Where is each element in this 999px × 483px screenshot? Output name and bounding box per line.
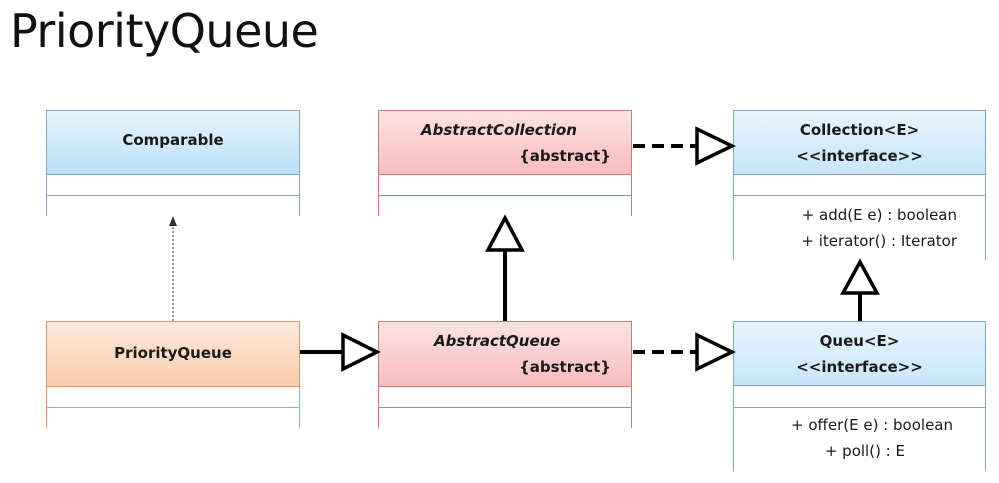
attributes-compartment	[47, 174, 299, 195]
stereotype-abstract-collection: {abstract}	[519, 147, 611, 165]
generalization-arrowhead-abstract-collection	[485, 214, 525, 252]
class-name-abstract-queue: AbstractQueue	[434, 332, 561, 350]
attributes-compartment	[379, 174, 631, 195]
diagram-title: PriorityQueue	[10, 4, 319, 58]
attributes-compartment	[734, 385, 985, 407]
realization-arrowhead-queue	[695, 332, 737, 372]
method-poll: + poll() : E	[824, 442, 905, 460]
method-iterator: + iterator() : Iterator	[801, 232, 957, 250]
class-priority-queue[interactable]: PriorityQueue	[46, 321, 300, 428]
generalization-arrowhead-abstract-queue	[341, 332, 381, 372]
class-name-comparable: Comparable	[122, 131, 224, 149]
class-comparable[interactable]: Comparable	[46, 110, 300, 216]
class-name-queue: Queu<E>	[819, 332, 900, 350]
methods-compartment: + add(E e) : boolean + iterator() : Iter…	[734, 195, 985, 260]
generalization-arrowhead-collection	[840, 258, 880, 295]
realization-arrowhead-collection	[695, 126, 737, 166]
methods-compartment	[47, 195, 299, 216]
dependency-arrowhead	[169, 216, 177, 226]
methods-compartment	[47, 407, 299, 428]
attributes-compartment	[379, 386, 631, 407]
attributes-compartment	[734, 174, 985, 195]
methods-compartment: + offer(E e) : boolean + poll() : E	[734, 407, 985, 471]
methods-compartment	[379, 407, 631, 428]
class-queue[interactable]: Queu<E> <<interface>> + offer(E e) : boo…	[733, 321, 986, 471]
methods-compartment	[379, 195, 631, 216]
class-abstract-queue[interactable]: AbstractQueue {abstract}	[378, 321, 632, 428]
method-offer: + offer(E e) : boolean	[791, 416, 953, 434]
class-abstract-collection[interactable]: AbstractCollection {abstract}	[378, 110, 632, 216]
class-name-abstract-collection: AbstractCollection	[421, 121, 577, 139]
class-name-priority-queue: PriorityQueue	[114, 344, 232, 362]
class-collection[interactable]: Collection<E> <<interface>> + add(E e) :…	[733, 110, 986, 260]
stereotype-abstract-queue: {abstract}	[519, 358, 611, 376]
stereotype-collection: <<interface>>	[796, 147, 923, 165]
method-add: + add(E e) : boolean	[801, 206, 957, 224]
attributes-compartment	[47, 386, 299, 407]
class-name-collection: Collection<E>	[799, 121, 920, 139]
stereotype-queue: <<interface>>	[796, 358, 923, 376]
